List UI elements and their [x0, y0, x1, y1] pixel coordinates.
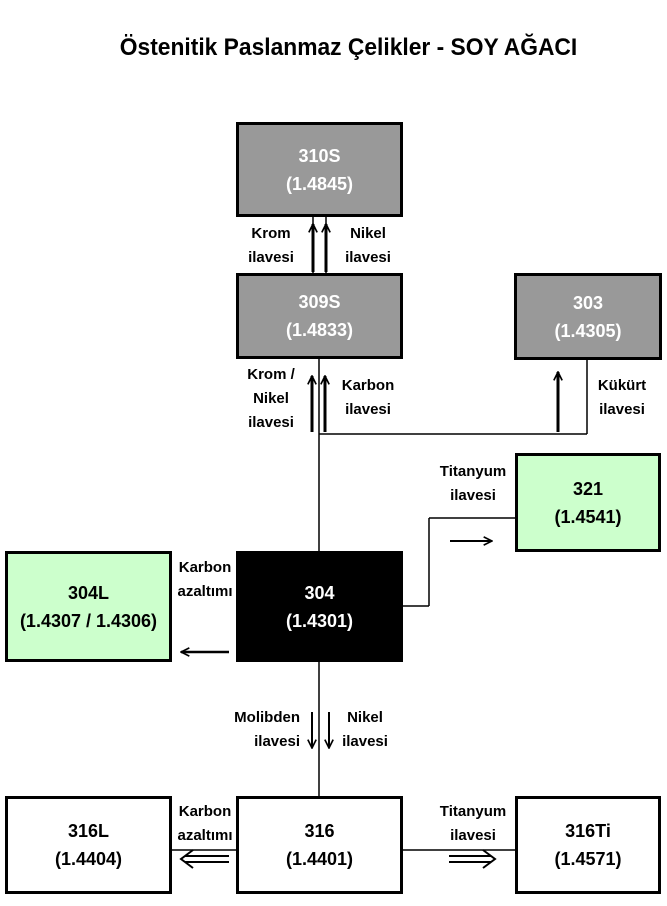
- node-code: (1.4305): [554, 320, 622, 341]
- diagram-title: Östenitik Paslanmaz Çelikler - SOY AĞACI: [119, 34, 578, 61]
- node-name: 310S: [298, 145, 341, 166]
- label-karbon-addition: Karbon ilavesi: [341, 377, 395, 418]
- label-nikel-addition-top: Nikel ilavesi: [345, 225, 391, 266]
- node-310s: 310S (1.4845): [236, 122, 403, 217]
- node-code: (1.4833): [285, 320, 354, 340]
- label-krom-nikel-addition: Krom / Nikel ilavesi: [247, 366, 295, 431]
- node-304l: 304L (1.4307 / 1.4306): [5, 551, 172, 662]
- node-code: (1.4571): [554, 849, 622, 869]
- label-karbon-reduction-304l: Karbon azaltımı: [177, 559, 233, 600]
- node-name: 309S: [298, 292, 341, 312]
- node-304: 304 (1.4301): [236, 551, 403, 662]
- node-316: 316 (1.4401): [236, 796, 403, 894]
- node-316ti: 316Ti (1.4571): [515, 796, 661, 894]
- label-karbon-reduction-316l: Karbon azaltımı: [177, 803, 233, 844]
- node-309s: 309S (1.4833): [236, 273, 403, 359]
- arrow-karbon-316l: [179, 849, 229, 869]
- node-code: (1.4301): [285, 610, 354, 631]
- node-name: 321: [572, 478, 604, 499]
- node-321: 321 (1.4541): [515, 453, 661, 552]
- label-titanyum-addition-321: Titanyum ilavesi: [439, 463, 507, 504]
- node-code: (1.4307 / 1.4306): [19, 610, 158, 631]
- label-krom-addition-top: Krom ilavesi: [248, 225, 294, 266]
- node-316l: 316L (1.4404): [5, 796, 172, 894]
- node-code: (1.4401): [285, 849, 354, 869]
- node-name: 304: [304, 582, 335, 603]
- label-kukurt-addition: Kükürt ilavesi: [597, 377, 647, 418]
- label-nikel-addition-bottom: Nikel ilavesi: [342, 709, 388, 750]
- node-name: 316: [304, 821, 335, 841]
- node-code: (1.4541): [554, 506, 622, 527]
- node-name: 304L: [67, 582, 110, 603]
- label-molibden-addition: Molibden ilavesi: [234, 709, 300, 750]
- node-name: 303: [572, 292, 604, 313]
- node-name: 316Ti: [565, 821, 611, 841]
- node-code: (1.4845): [285, 173, 354, 194]
- label-titanyum-addition-316ti: Titanyum ilavesi: [439, 803, 507, 844]
- arrow-titanyum-316ti: [449, 849, 497, 869]
- node-303: 303 (1.4305): [514, 273, 662, 360]
- node-name: 316L: [67, 821, 110, 841]
- node-code: (1.4404): [54, 849, 123, 869]
